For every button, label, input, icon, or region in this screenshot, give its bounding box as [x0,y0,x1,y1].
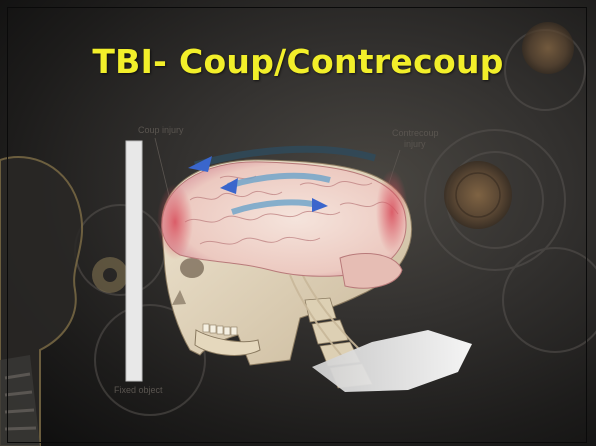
label-contrecoup-line2: injury [404,139,426,149]
label-contrecoup: Contrecoup [392,128,439,138]
label-fixed-object: Fixed object [114,385,163,395]
label-coup-injury: Coup injury [138,125,184,135]
head-motion-arrowhead [188,156,212,172]
fixed-object [126,141,142,381]
contrecoup-injury-zone [376,170,408,254]
eye-socket [180,258,204,278]
coup-injury-zone [157,184,193,260]
